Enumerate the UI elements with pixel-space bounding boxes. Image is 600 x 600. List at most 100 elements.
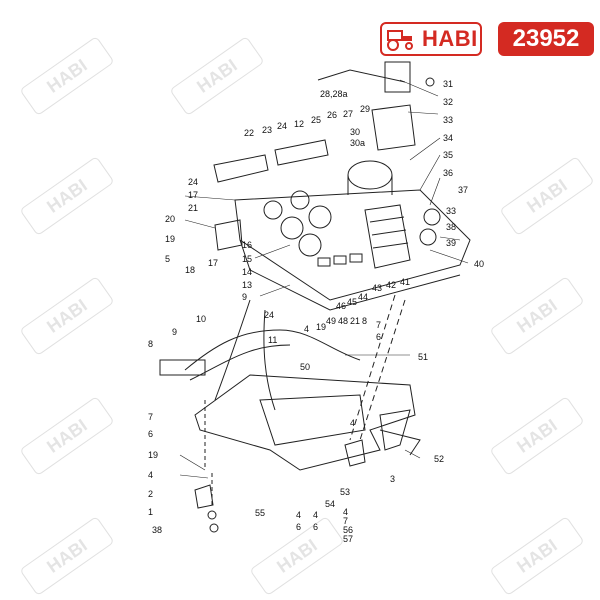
callout-label: 45 — [347, 297, 357, 307]
switch-lever — [317, 69, 406, 83]
knob — [419, 228, 437, 246]
callout-label: 5 — [165, 254, 170, 264]
callout-label: 8 — [362, 316, 367, 326]
cable — [263, 309, 276, 411]
callout-label: 34 — [443, 133, 453, 143]
callout-label: 31 — [443, 79, 453, 89]
callout-label: 57 — [343, 534, 353, 544]
gauge — [308, 205, 332, 229]
callout-label: 25 — [311, 115, 321, 125]
callout-label: 42 — [386, 280, 396, 290]
callout-label: 21 — [350, 316, 360, 326]
switch — [333, 255, 347, 265]
callout-label: 9 — [242, 292, 247, 302]
callout-label: 17 — [208, 258, 218, 268]
switch — [349, 253, 363, 263]
callout-label: 38 — [152, 525, 162, 535]
callout-label: 4 — [296, 510, 301, 520]
callout-label: 49 — [326, 316, 336, 326]
warning-lamp-panel — [274, 139, 329, 166]
callout-label: 22 — [244, 128, 254, 138]
callout-label: 54 — [325, 499, 335, 509]
callout-label: 4 — [350, 418, 355, 428]
callout-label: 51 — [418, 352, 428, 362]
callout-label: 7 — [148, 412, 153, 422]
callout-label: 4 — [313, 510, 318, 520]
callout-label: 10 — [196, 314, 206, 324]
callout-label: 15 — [242, 254, 252, 264]
callout-label: 18 — [185, 265, 195, 275]
callout-label: 14 — [242, 267, 252, 277]
callout-label: 55 — [255, 508, 265, 518]
tractor-icon — [387, 30, 413, 51]
callout-label: 52 — [434, 454, 444, 464]
assembly-guide — [349, 294, 406, 441]
part-number-badge: 23952 — [498, 22, 594, 56]
callout-label: 41 — [400, 277, 410, 287]
callout-label: 1 — [148, 507, 153, 517]
callout-label: 19 — [148, 450, 158, 460]
callout-label: 29 — [360, 104, 370, 114]
frame-right-leg — [379, 409, 411, 451]
callout-label: 53 — [340, 487, 350, 497]
bracket-52 — [379, 429, 421, 456]
callout-label: 36 — [443, 168, 453, 178]
callout-label: 6 — [148, 429, 153, 439]
habi-logo: HABI — [380, 22, 482, 56]
warning-lamp-panel — [213, 154, 269, 183]
frame-center — [259, 394, 366, 446]
callout-label: 12 — [294, 119, 304, 129]
lever-switch-housing — [384, 61, 411, 93]
cable — [189, 344, 291, 381]
callout-label: 30a — [350, 138, 365, 148]
callout-label: 38 — [446, 222, 456, 232]
callout-label: 13 — [242, 280, 252, 290]
small-bracket — [344, 439, 366, 467]
pedal-mount — [159, 359, 206, 376]
mounting-bracket — [214, 219, 243, 251]
callout-label: 4 — [343, 507, 348, 517]
logo-text: HABI — [422, 26, 478, 51]
cable — [184, 329, 361, 371]
small-bracket — [194, 484, 214, 509]
callout-label: 6 — [296, 522, 301, 532]
diagram-drawing — [159, 61, 471, 533]
callout-label: 35 — [443, 150, 453, 160]
callout-label: 50 — [300, 362, 310, 372]
callout-label: 23 — [262, 125, 272, 135]
panel-lower-edge — [239, 239, 461, 311]
bolt — [207, 510, 217, 520]
column-cover — [371, 104, 416, 151]
callout-label: 33 — [443, 115, 453, 125]
dashboard-panel — [234, 189, 471, 301]
callout-label: 20 — [165, 214, 175, 224]
callout-label: 21 — [188, 203, 198, 213]
callout-label: 3 — [390, 474, 395, 484]
callout-label: 9 — [172, 327, 177, 337]
callout-labels: 28,28a 31 32 29 27 33 30 30a 34 22 23 24… — [148, 79, 484, 544]
callout-label: 2 — [148, 489, 153, 499]
callout-label: 56 — [343, 525, 353, 535]
callout-label: 19 — [316, 322, 326, 332]
callout-label: 6 — [313, 522, 318, 532]
callout-label: 30 — [350, 127, 360, 137]
bolt — [209, 523, 219, 533]
callout-label: 8 — [148, 339, 153, 349]
callout-label: 24 — [188, 177, 198, 187]
gauge — [280, 216, 304, 240]
cable — [214, 299, 251, 401]
callout-label: 39 — [446, 238, 456, 248]
callout-label: 24 — [277, 121, 287, 131]
callout-label: 32 — [443, 97, 453, 107]
callout-label: 6 — [376, 332, 381, 342]
gauge — [263, 200, 283, 220]
callout-label: 7 — [343, 516, 348, 526]
callout-label: 48 — [338, 316, 348, 326]
callout-label: 46 — [336, 301, 346, 311]
callout-label: 16 — [242, 240, 252, 250]
callout-label: 17 — [188, 190, 198, 200]
switch — [317, 257, 331, 267]
callout-label: 24 — [264, 310, 274, 320]
shift-boot — [364, 204, 411, 269]
